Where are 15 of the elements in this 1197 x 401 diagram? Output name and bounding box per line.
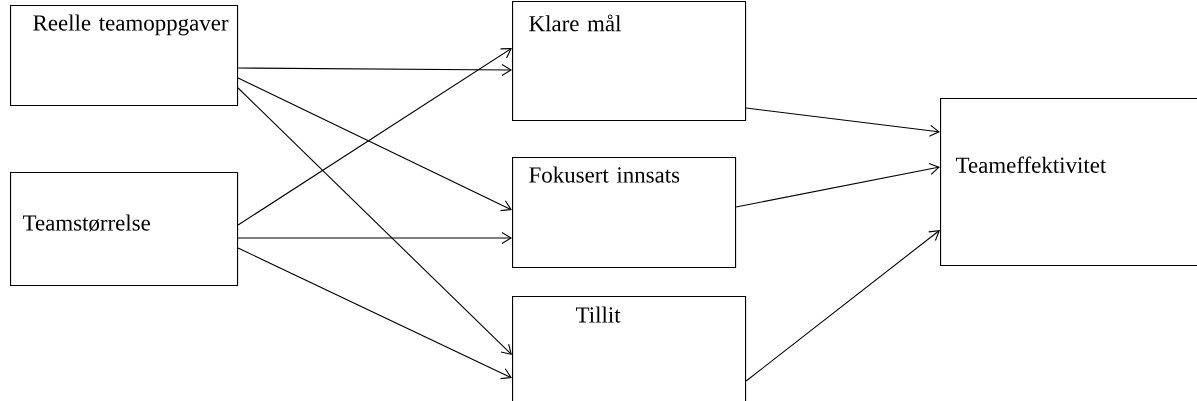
text-box: Teameffektivitet	[940, 98, 1197, 267]
text-box: Tillit	[512, 296, 747, 401]
arrow	[735, 163, 940, 208]
text-box: Reelle teamoppgaver	[10, 5, 239, 107]
arrow	[745, 107, 940, 137]
arrow	[237, 247, 512, 380]
arrow	[237, 87, 512, 355]
arrow	[237, 48, 512, 226]
arrow	[745, 230, 940, 382]
arrow	[237, 231, 512, 245]
arrow	[237, 63, 512, 76]
text-box: Klare mål	[512, 1, 747, 122]
text-box: Teamstørrelse	[10, 172, 239, 287]
arrow	[237, 77, 512, 212]
text-box: Fokusert innsats	[512, 157, 737, 269]
